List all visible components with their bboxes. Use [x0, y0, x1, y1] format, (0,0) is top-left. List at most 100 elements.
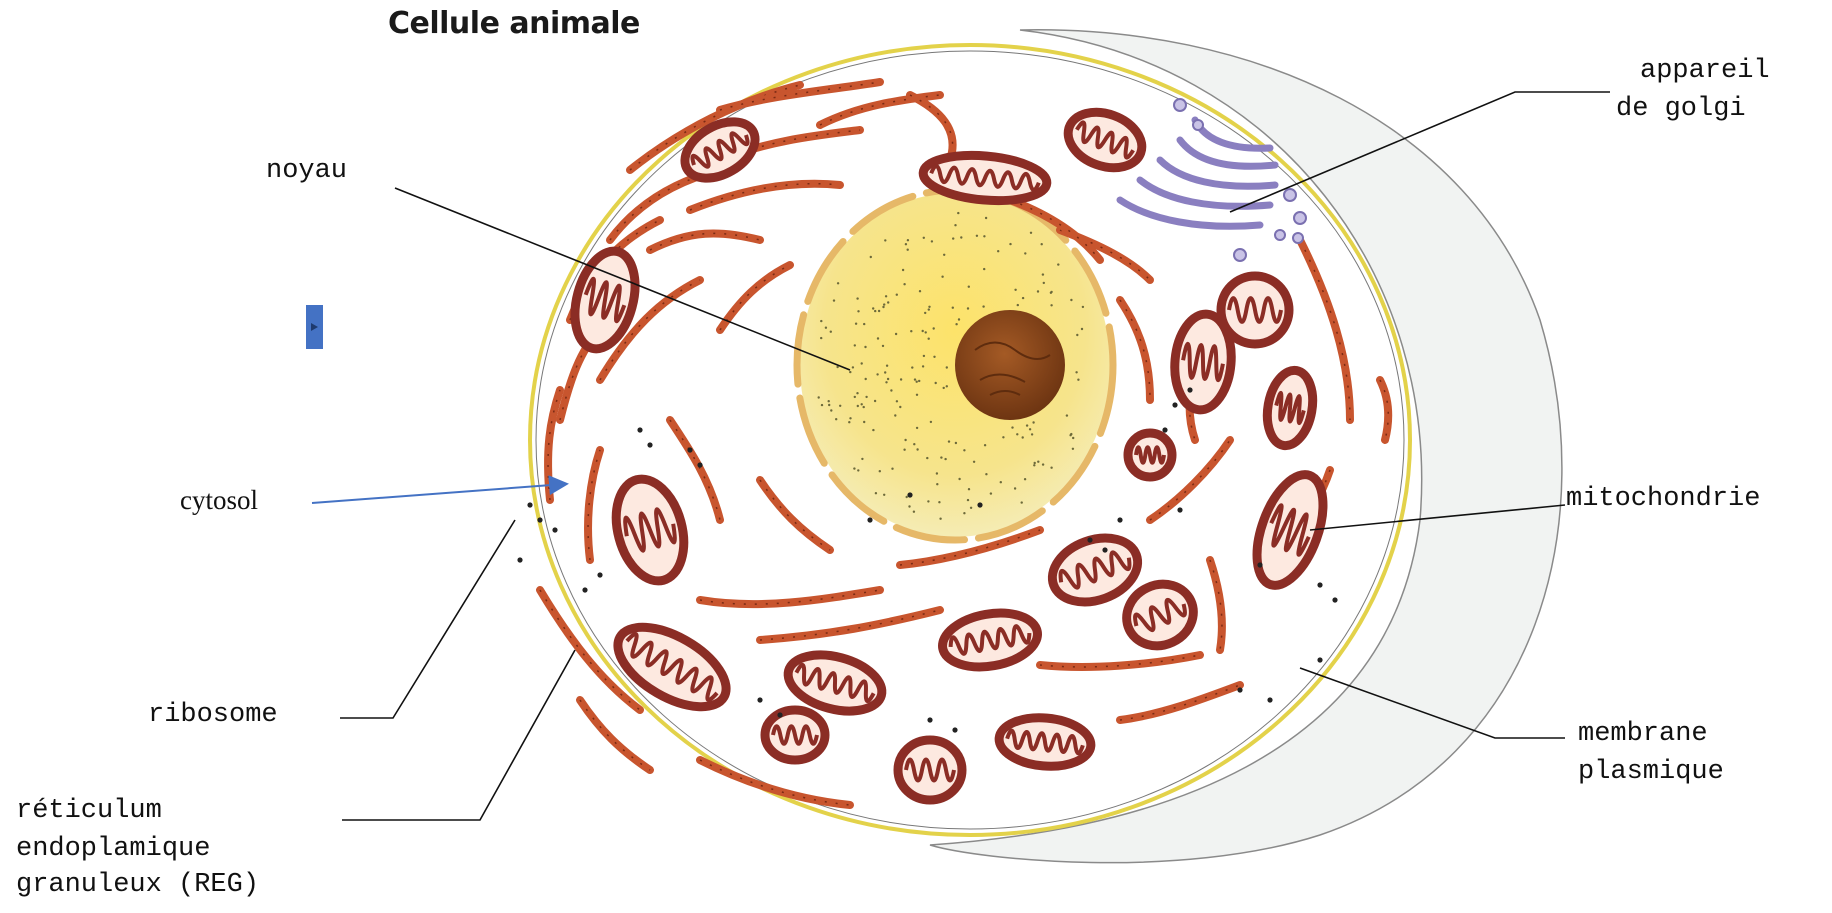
ribosome-dot [1172, 402, 1177, 407]
ribosome-dot [1267, 697, 1272, 702]
chromatin-dot [916, 427, 918, 429]
label-cytosol: cytosol [180, 485, 258, 516]
chromatin-dot [952, 307, 954, 309]
chromatin-dot [854, 396, 856, 398]
chromatin-dot [911, 366, 913, 368]
chromatin-dot [1017, 304, 1019, 306]
chromatin-dot [918, 380, 920, 382]
label-golgi-line2: de golgi [1616, 90, 1746, 128]
chromatin-dot [857, 310, 859, 312]
chromatin-dot [895, 333, 897, 335]
chromatin-dot [1000, 481, 1002, 483]
chromatin-dot [1037, 290, 1039, 292]
chromatin-dot [970, 507, 972, 509]
chromatin-dot [922, 330, 924, 332]
chromatin-dot [830, 409, 832, 411]
chromatin-dot [875, 492, 877, 494]
chromatin-dot [828, 400, 830, 402]
chromatin-dot [1033, 464, 1035, 466]
ribosome-dot [697, 462, 702, 467]
ribosome-dot [927, 717, 932, 722]
chromatin-dot [863, 323, 865, 325]
chromatin-dot [941, 276, 943, 278]
chromatin-dot [899, 406, 901, 408]
ribosome-dot [552, 527, 557, 532]
ribosome-dot [1237, 687, 1242, 692]
chromatin-dot [923, 237, 925, 239]
label-reg-line3: granuleux (REG) [16, 866, 259, 904]
chromatin-dot [856, 392, 858, 394]
chromatin-dot [856, 297, 858, 299]
chromatin-dot [877, 337, 879, 339]
chromatin-dot [839, 405, 841, 407]
chromatin-dot [1014, 289, 1016, 291]
chromatin-dot [1043, 282, 1045, 284]
chromatin-dot [879, 470, 881, 472]
chromatin-dot [894, 414, 896, 416]
chromatin-dot [864, 346, 866, 348]
nucleolus [955, 310, 1065, 420]
chromatin-dot [1081, 328, 1083, 330]
ribosome-dot [952, 727, 957, 732]
chromatin-dot [928, 306, 930, 308]
chromatin-dot [1034, 462, 1036, 464]
chromatin-dot [1026, 424, 1028, 426]
ribosome-dot [757, 697, 762, 702]
chromatin-dot [955, 442, 957, 444]
ribosome-dot [1162, 427, 1167, 432]
label-membrane-line1: membrane [1578, 715, 1708, 753]
chromatin-dot [904, 439, 906, 441]
chromatin-dot [886, 365, 888, 367]
chromatin-dot [863, 406, 865, 408]
chromatin-dot [907, 249, 909, 251]
ribosome-dot [1332, 597, 1337, 602]
chromatin-dot [924, 312, 926, 314]
chromatin-dot [1082, 306, 1084, 308]
diagram-title: Cellule animale [388, 6, 640, 41]
chromatin-dot [1070, 433, 1072, 435]
ribosome-dot [907, 492, 912, 497]
chromatin-dot [835, 418, 837, 420]
chromatin-dot [933, 356, 935, 358]
ribosome-dot [597, 572, 602, 577]
chromatin-dot [967, 499, 969, 501]
chromatin-dot [1037, 461, 1039, 463]
chromatin-dot [1050, 291, 1052, 293]
label-reg-line1: réticulum [16, 792, 162, 830]
chromatin-dot [882, 345, 884, 347]
chromatin-dot [876, 373, 878, 375]
chromatin-dot [914, 378, 916, 380]
chromatin-dot [1024, 252, 1026, 254]
chromatin-dot [1009, 243, 1011, 245]
ribosome-dot [1117, 517, 1122, 522]
chromatin-dot [861, 458, 863, 460]
chromatin-dot [1075, 371, 1077, 373]
chromatin-dot [882, 306, 884, 308]
chromatin-dot [963, 449, 965, 451]
chromatin-dot [1021, 501, 1023, 503]
chromatin-dot [1072, 448, 1074, 450]
chromatin-dot [885, 295, 887, 297]
chromatin-dot [821, 404, 823, 406]
chromatin-dot [948, 440, 950, 442]
chromatin-dot [946, 385, 948, 387]
chromatin-dot [1029, 428, 1031, 430]
label-noyau: noyau [266, 152, 347, 190]
play-marker-icon[interactable] [306, 305, 323, 349]
chromatin-dot [916, 381, 918, 383]
chromatin-dot [933, 327, 935, 329]
chromatin-dot [983, 235, 985, 237]
chromatin-dot [1022, 297, 1024, 299]
chromatin-dot [910, 330, 912, 332]
ribosome-dot [687, 447, 692, 452]
ribosome-dot [1087, 537, 1092, 542]
chromatin-dot [907, 239, 909, 241]
chromatin-dot [919, 290, 921, 292]
chromatin-dot [1050, 304, 1052, 306]
label-reg-line2: endoplamique [16, 830, 210, 868]
chromatin-dot [968, 488, 970, 490]
chromatin-dot [944, 458, 946, 460]
ribosome-dot [977, 502, 982, 507]
chromatin-dot [1016, 433, 1018, 435]
chromatin-dot [1031, 433, 1033, 435]
